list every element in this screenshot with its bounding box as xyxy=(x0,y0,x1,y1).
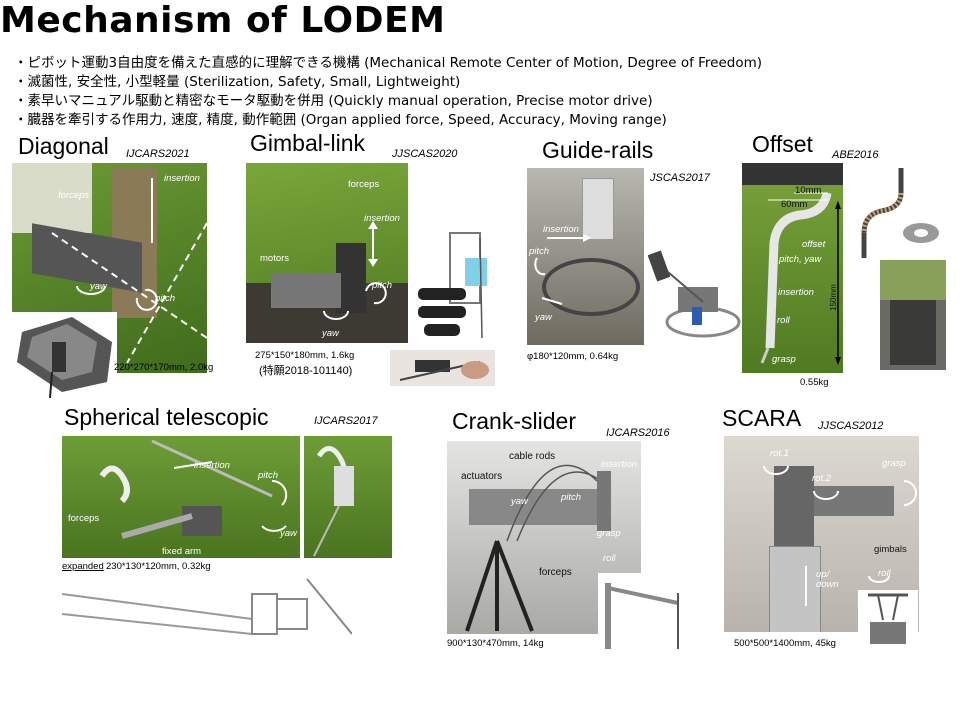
crank-label-roll: roll xyxy=(603,553,616,564)
guide-spec: φ180*120mm, 0.64kg xyxy=(527,351,619,362)
guide-label-insertion: insertion xyxy=(543,224,579,235)
spherical-cite: IJCARS2017 xyxy=(314,415,378,427)
gimbal-hand-photo xyxy=(390,350,495,386)
offset-label-offset: offset xyxy=(802,239,826,250)
gimbal-label-insertion: insertion xyxy=(364,213,400,224)
gimbal-label-motors: motors xyxy=(260,253,290,264)
diagonal-label-yaw: yaw xyxy=(90,281,107,292)
guide-cite: JSCAS2017 xyxy=(650,172,710,184)
scara-photo: rot.1 rot.2 grasp gimbals up/ down roll xyxy=(724,436,919,632)
diagonal-label-forceps: forceps xyxy=(58,190,90,201)
gimbal-patent: (特願2018-101140) xyxy=(259,365,353,377)
diagonal-cad xyxy=(12,312,117,398)
diagonal-axes-drawing xyxy=(51,178,207,364)
diagonal-cite: IJCARS2021 xyxy=(126,148,190,160)
scara-label-grasp: grasp xyxy=(882,458,906,469)
scara-label-rot2: rot.2 xyxy=(812,473,832,484)
crank-label-actuators: actuators xyxy=(461,471,503,482)
crank-label-grasp: grasp xyxy=(597,528,621,539)
crank-cite: IJCARS2016 xyxy=(606,427,670,439)
spherical-label-pitch: pitch xyxy=(258,470,279,481)
offset-cad xyxy=(846,163,946,258)
diagonal-label-insertion: insertion xyxy=(164,173,200,184)
offset-label-roll: roll xyxy=(777,315,790,326)
offset-label-10mm: 10mm xyxy=(795,185,822,196)
scara-spec: 500*500*1400mm, 45kg xyxy=(734,638,836,649)
crank-spec: 900*130*470mm, 14kg xyxy=(447,638,544,649)
bullet-4: ・臓器を牽引する作用力, 速度, 精度, 動作範囲 (Organ applied… xyxy=(14,112,667,128)
spherical-photo: insertion pitch forceps yaw fixed arm xyxy=(62,436,300,558)
guide-title: Guide-rails xyxy=(542,137,654,163)
offset-label-insertion: insertion xyxy=(778,287,814,298)
diagonal-spec: 220*270*170mm, 2.0kg xyxy=(114,362,214,373)
gimbal-title: Gimbal-link xyxy=(250,130,366,156)
scara-label-roll: roll xyxy=(878,568,891,579)
bullet-1: ・ピボット運動3自由度を備えた直感的に理解できる機構 (Mechanical R… xyxy=(14,55,763,71)
bullet-3: ・素早いマニュアル駆動と精密なモータ駆動を併用 (Quickly manual … xyxy=(14,93,653,109)
scara-cad xyxy=(858,590,918,648)
gimbal-cite: JJSCAS2020 xyxy=(392,148,458,160)
offset-label-60mm: 60mm xyxy=(781,199,808,210)
spherical-photo-2 xyxy=(304,436,392,558)
offset-photo: 10mm 60mm offset pitch, yaw insertion ro… xyxy=(742,163,843,373)
gimbal-label-yaw: yaw xyxy=(322,328,339,339)
scara-cite: JJSCAS2012 xyxy=(818,420,884,432)
guide-label-pitch: pitch xyxy=(529,246,550,257)
diagonal-photo: forceps insertion yaw pitch xyxy=(12,163,207,373)
crank-label-yaw: yaw xyxy=(511,496,528,507)
diagonal-title: Diagonal xyxy=(18,133,109,159)
crank-label-insertion: insertion xyxy=(601,459,637,470)
crank-cad xyxy=(598,573,688,649)
offset-cite: ABE2016 xyxy=(832,149,879,161)
spherical-label-insertion: insertion xyxy=(194,460,230,471)
diagonal-label-pitch: pitch xyxy=(155,293,176,304)
spherical-label-fixed-arm: fixed arm xyxy=(162,546,202,557)
spherical-label-forceps: forceps xyxy=(68,513,100,524)
spherical-spec-prefix: expanded xyxy=(62,561,104,572)
bullet-2: ・滅菌性, 安全性, 小型軽量 (Sterilization, Safety, … xyxy=(14,74,461,90)
gimbal-label-forceps: forceps xyxy=(348,179,380,190)
spherical-title: Spherical telescopic xyxy=(64,404,269,430)
gimbal-photo: forceps insertion motors pitch yaw xyxy=(246,163,408,343)
scara-label-gimbals: gimbals xyxy=(874,544,907,555)
scara-title: SCARA xyxy=(722,405,802,431)
offset-label-150mm: 150mm xyxy=(828,284,838,311)
crank-title: Crank-slider xyxy=(452,408,576,434)
crank-label-cable-rods: cable rods xyxy=(509,451,556,462)
offset-title: Offset xyxy=(752,131,813,157)
offset-spec: 0.55kg xyxy=(800,377,829,388)
gimbal-spec: 275*150*180mm, 1.6kg xyxy=(255,350,355,361)
spherical-label-yaw: yaw xyxy=(280,528,297,539)
spherical-cad xyxy=(62,574,352,644)
guide-label-yaw: yaw xyxy=(535,312,552,323)
offset-label-pitchyaw: pitch, yaw xyxy=(779,254,822,265)
crank-label-pitch: pitch xyxy=(561,492,582,503)
page-title: Mechanism of LODEM xyxy=(0,0,446,41)
offset-label-grasp: grasp xyxy=(772,354,796,365)
guide-photo: insertion pitch yaw xyxy=(527,168,644,345)
offset-device-photo xyxy=(880,260,946,370)
guide-cad xyxy=(648,232,743,342)
scara-label-updown: up/ down xyxy=(816,569,839,590)
scara-label-rot1: rot.1 xyxy=(770,448,790,459)
crank-label-forceps: forceps xyxy=(539,567,572,578)
spherical-spec: 230*130*120mm, 0.32kg xyxy=(106,561,211,572)
gimbal-cad xyxy=(410,228,502,343)
gimbal-label-pitch: pitch xyxy=(372,280,393,291)
